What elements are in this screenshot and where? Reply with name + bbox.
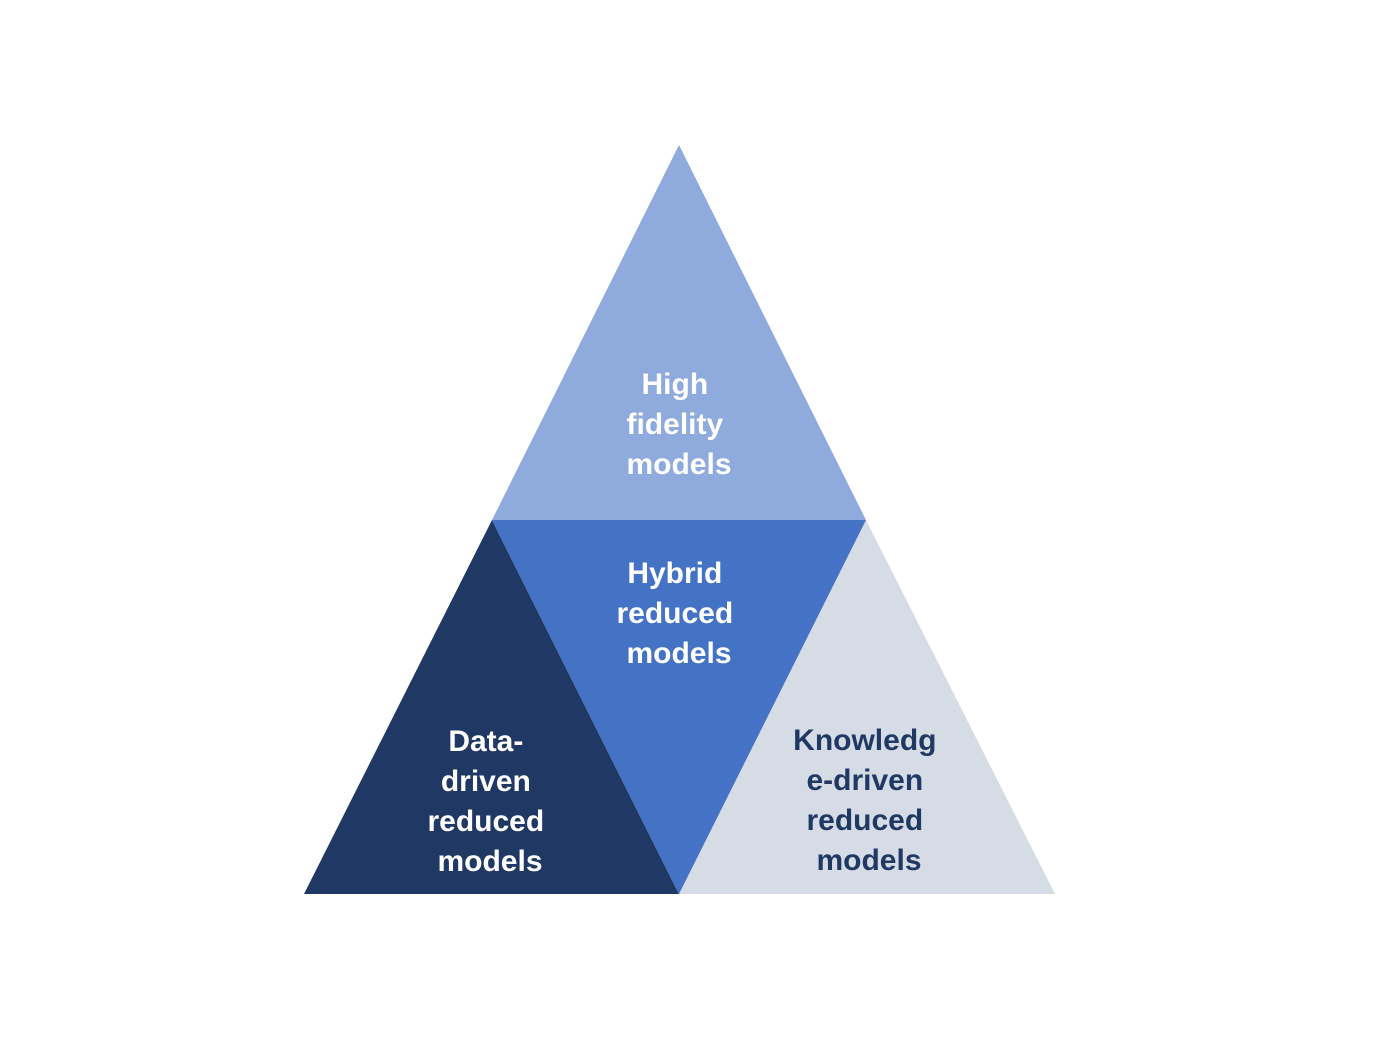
- knowledge-driven-triangle: [679, 520, 1055, 894]
- knowledge-driven-label-line: Knowledg: [793, 724, 936, 757]
- high-fidelity-label: High fidelity models: [626, 368, 731, 481]
- knowledge-driven-label-line: models: [816, 844, 921, 877]
- right-triangle-group: Knowledg e-driven reduced models: [679, 520, 1055, 894]
- center-triangle-group: Hybrid reduced models: [492, 520, 866, 894]
- hybrid-label-line: reduced: [616, 597, 733, 630]
- high-fidelity-label-line: models: [626, 448, 731, 481]
- data-driven-label: Data- driven reduced models: [427, 725, 552, 878]
- data-driven-label-line: Data-: [448, 725, 523, 758]
- data-driven-label-line: driven: [441, 765, 531, 798]
- hybrid-triangle: [492, 520, 866, 894]
- knowledge-driven-label-line: e-driven: [806, 764, 923, 797]
- hybrid-label: Hybrid reduced models: [616, 557, 741, 670]
- data-driven-label-line: reduced: [427, 805, 544, 838]
- hybrid-label-line: Hybrid: [627, 557, 722, 590]
- data-driven-label-line: models: [437, 845, 542, 878]
- knowledge-driven-label-line: reduced: [806, 804, 923, 837]
- data-driven-triangle: [304, 520, 679, 894]
- top-triangle-group: High fidelity models: [492, 145, 866, 520]
- hybrid-label-line: models: [626, 637, 731, 670]
- knowledge-driven-label: Knowledg e-driven reduced models: [793, 724, 945, 877]
- high-fidelity-triangle: [492, 145, 866, 520]
- high-fidelity-label-line: fidelity: [626, 408, 723, 441]
- high-fidelity-label-line: High: [642, 368, 709, 401]
- left-triangle-group: Data- driven reduced models: [304, 520, 679, 894]
